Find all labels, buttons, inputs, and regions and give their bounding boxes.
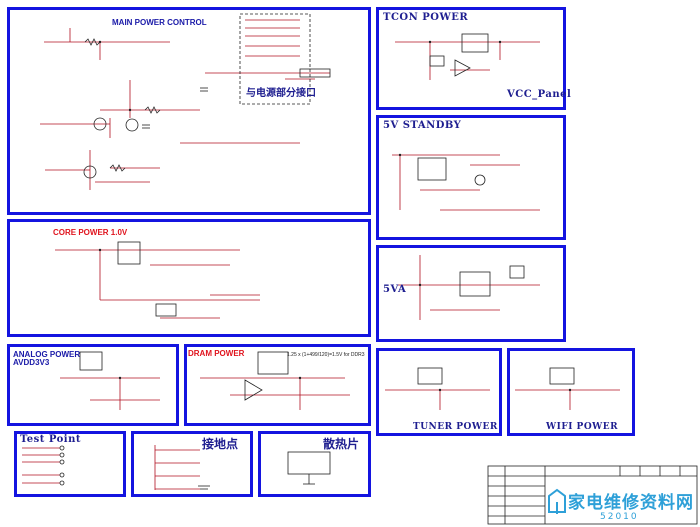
block-dram-power (184, 344, 371, 426)
block-5v-standby (376, 115, 566, 240)
block-5va (376, 245, 566, 342)
block-ground-point (131, 431, 253, 497)
watermark-text: 家电维修资料网 (568, 493, 694, 513)
title-avdd3v3: AVDD3V3 (13, 358, 50, 367)
title-heatsink: 散热片 (323, 437, 360, 451)
title-5v-standby: 5V STANDBY (383, 120, 462, 131)
title-tuner-power: TUNER POWER (413, 422, 498, 432)
title-test-point: Test Point (20, 434, 81, 445)
title-dram-power: DRAM POWER (188, 349, 245, 358)
dram-voltage-note: 1.25 x (1+499/120)=1.5V for DDR3 (287, 352, 365, 358)
title-ground-point: 接地点 (202, 437, 239, 451)
block-wifi-power (507, 348, 635, 436)
block-analog-power (7, 344, 179, 426)
title-core-power: CORE POWER 1.0V (53, 228, 128, 237)
title-vcc-panel: VCC_Panel (507, 89, 572, 100)
block-test-point (14, 431, 126, 497)
watermark-logo-icon (548, 488, 566, 514)
title-analog-power: ANALOG POWER (13, 350, 81, 359)
title-tcon-power: TCON POWER (383, 12, 469, 23)
title-wifi-power: WIFI POWER (546, 422, 619, 432)
block-heatsink (258, 431, 371, 497)
block-tcon-power (376, 7, 566, 110)
title-main-power-interface: 与电源部分接口 (246, 88, 316, 99)
block-core-power (7, 219, 371, 337)
block-tuner-power (376, 348, 502, 436)
watermark-url: 52010 (600, 512, 639, 522)
title-5va: 5VA (383, 284, 407, 295)
title-main-power-control: MAIN POWER CONTROL (112, 18, 207, 27)
